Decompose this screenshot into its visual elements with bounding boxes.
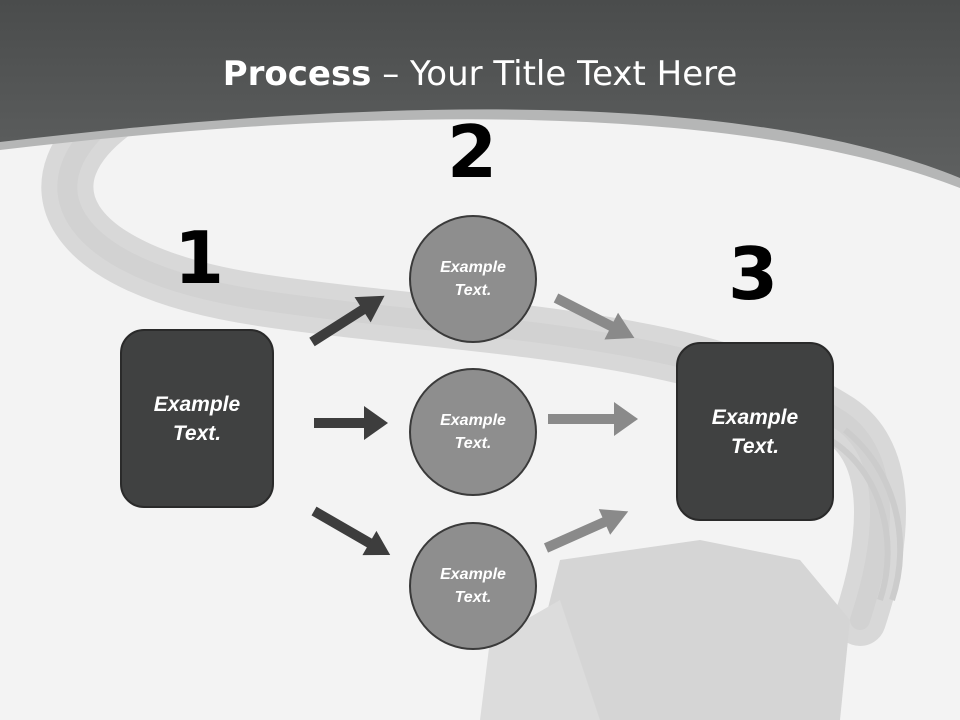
step-number-1: 1	[173, 216, 225, 300]
step-number-2: 2	[446, 110, 498, 194]
step-2-circle-top: Example Text.	[409, 215, 537, 343]
step-3-box: Example Text.	[676, 342, 834, 521]
step-2-circle-bottom: Example Text.	[409, 522, 537, 650]
circle-bottom-label: Example Text.	[440, 566, 506, 606]
arrow-middle-to-3	[548, 402, 638, 436]
title-bold: Process	[222, 54, 372, 94]
arrow-top-to-3	[553, 293, 635, 340]
title-rest: – Your Title Text Here	[371, 54, 738, 94]
step-2-circle-middle: Example Text.	[409, 368, 537, 496]
circle-middle-label: Example Text.	[440, 412, 506, 452]
arrow-1-to-top	[309, 295, 385, 347]
header-band	[0, 0, 960, 178]
arrow-bottom-to-3	[543, 509, 629, 553]
circle-top-label: Example Text.	[440, 259, 506, 299]
step-1-box: Example Text.	[120, 329, 274, 508]
slide-title: Process – Your Title Text Here	[0, 52, 960, 96]
arrow-1-to-middle	[314, 406, 388, 440]
arrow-1-to-bottom	[311, 506, 391, 556]
step-3-label: Example Text.	[711, 405, 799, 458]
step-1-label: Example Text.	[153, 392, 241, 445]
step-number-3: 3	[727, 232, 779, 316]
